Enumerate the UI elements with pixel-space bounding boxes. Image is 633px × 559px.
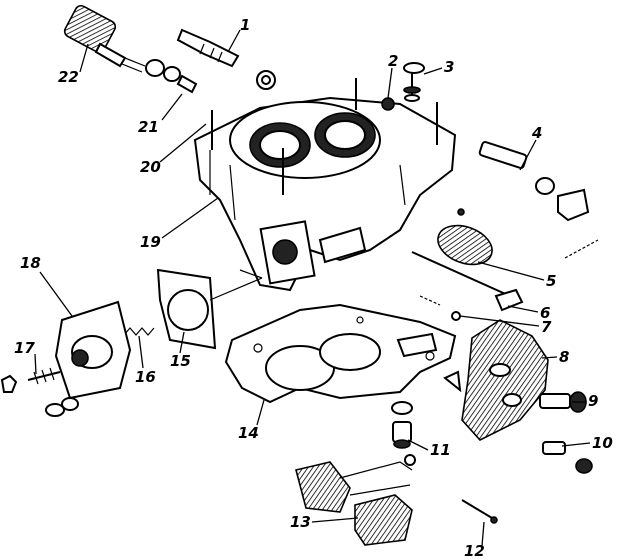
- part-13-float: [295, 454, 416, 546]
- callout-8: 8: [559, 348, 569, 366]
- callout-19: 19: [140, 233, 161, 251]
- part-17-screw: [0, 367, 79, 417]
- callout-10: 10: [592, 434, 613, 452]
- part-3-screw: [403, 62, 425, 102]
- part-12-needle: [461, 499, 498, 524]
- callout-9: 9: [588, 392, 598, 410]
- callout-14: 14: [238, 424, 259, 442]
- callout-16: 16: [135, 368, 156, 386]
- part-11-valve: [391, 401, 413, 449]
- part-8-cover: [443, 319, 549, 441]
- part-14-gasket: [224, 303, 457, 404]
- callout-2: 2: [388, 52, 398, 70]
- callout-3: 3: [444, 58, 454, 76]
- callout-21: 21: [138, 118, 159, 136]
- part-1-screw: [176, 28, 276, 90]
- callout-6: 6: [540, 304, 550, 322]
- callout-7: 7: [541, 318, 552, 336]
- callout-5: 5: [546, 272, 556, 290]
- callout-labels: 1 2 3 4 5 6 7 8 9 10 11 12 13 14 15 16 1…: [14, 16, 613, 559]
- callout-12: 12: [464, 542, 485, 559]
- part-6-7-small-parts: [419, 288, 524, 321]
- part-15-diaphragm-plate: [156, 268, 263, 350]
- part-10-screws: [542, 441, 593, 474]
- part-21-jet: [145, 59, 198, 94]
- callout-18: 18: [20, 254, 41, 272]
- part-22-solenoid-valve: [63, 4, 146, 73]
- callout-20: 20: [140, 158, 161, 176]
- part-4-bolt: [478, 141, 590, 222]
- callout-22: 22: [58, 68, 79, 86]
- carburetor-body: [193, 78, 457, 292]
- callout-4: 4: [531, 124, 542, 142]
- part-16-spring: [123, 327, 155, 336]
- callout-1: 1: [240, 16, 250, 34]
- callout-13: 13: [290, 513, 311, 531]
- part-5-throttle-shaft: [411, 208, 599, 297]
- callout-17: 17: [14, 339, 35, 357]
- leader-lines: [34, 29, 591, 547]
- callout-15: 15: [170, 352, 191, 370]
- part-18-housing: [54, 300, 132, 400]
- callout-11: 11: [430, 441, 451, 459]
